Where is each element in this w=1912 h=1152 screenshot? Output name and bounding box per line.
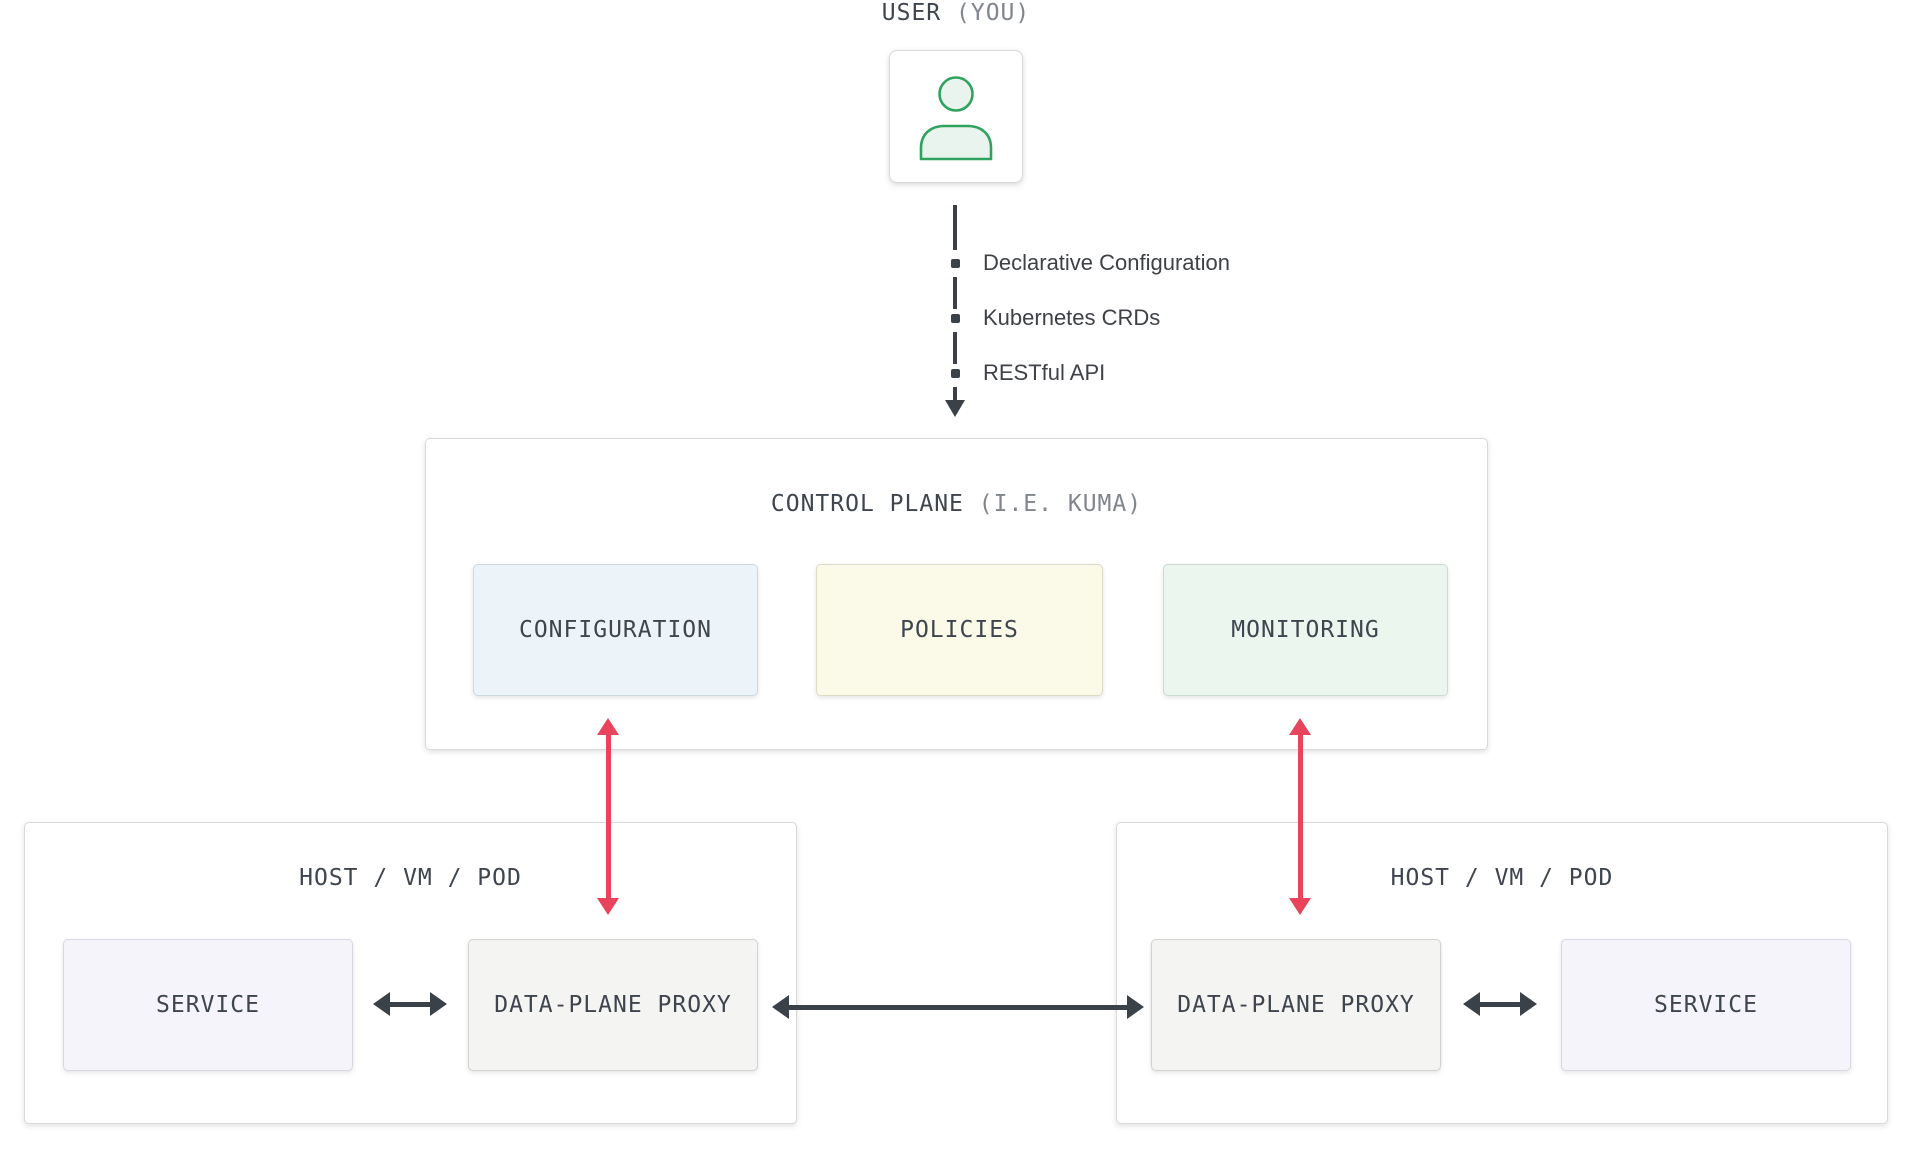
control-plane-title-suffix: (I.E. KUMA) bbox=[978, 491, 1143, 517]
service-proxy-arrow-right bbox=[1463, 990, 1537, 1018]
user-label-suffix: (YOU) bbox=[956, 0, 1031, 26]
host-box-left: HOST / VM / POD SERVICE DATA-PLANE PROXY bbox=[24, 822, 797, 1124]
arrow-dash bbox=[953, 332, 957, 364]
dataplane-proxy-label: DATA-PLANE PROXY bbox=[494, 992, 732, 1018]
controlplane-dataplane-arrow-right bbox=[1289, 718, 1311, 915]
dataplane-proxy-box-left: DATA-PLANE PROXY bbox=[468, 939, 758, 1071]
service-label: SERVICE bbox=[1654, 992, 1758, 1018]
arrow-dash bbox=[953, 277, 957, 309]
arrowhead-right-icon bbox=[430, 992, 447, 1016]
arrow-shaft bbox=[1297, 732, 1303, 901]
service-box-right: SERVICE bbox=[1561, 939, 1851, 1071]
arrow-shaft bbox=[385, 1001, 435, 1007]
user-label: USER (YOU) bbox=[816, 0, 1096, 26]
arrow-shaft bbox=[1475, 1001, 1525, 1007]
arrowhead-right-icon bbox=[1127, 995, 1144, 1019]
policies-label: POLICIES bbox=[900, 617, 1019, 643]
arrowhead-right-icon bbox=[1520, 992, 1537, 1016]
arrow-dot bbox=[951, 314, 960, 323]
arrowhead-down-icon bbox=[1289, 898, 1311, 915]
arrowhead-down-icon bbox=[597, 898, 619, 915]
host-left-title: HOST / VM / POD bbox=[299, 865, 522, 891]
monitoring-box: MONITORING bbox=[1163, 564, 1448, 696]
arrow-shaft bbox=[605, 732, 611, 901]
controlplane-dataplane-arrow-left bbox=[597, 718, 619, 915]
arrow-dot bbox=[951, 369, 960, 378]
arrow-dash bbox=[953, 205, 957, 250]
arrow-shaft bbox=[784, 1004, 1132, 1010]
flow-label-restful-api: RESTful API bbox=[983, 360, 1106, 385]
flow-label-declarative-configuration: Declarative Configuration bbox=[983, 250, 1231, 275]
arrow-dot bbox=[951, 259, 960, 268]
control-plane-box: CONTROL PLANE (I.E. KUMA) CONFIGURATION … bbox=[425, 438, 1488, 750]
arrowhead-left-icon bbox=[373, 992, 390, 1016]
arrowhead-left-icon bbox=[772, 995, 789, 1019]
service-proxy-arrow-left bbox=[373, 990, 447, 1018]
service-label: SERVICE bbox=[156, 992, 260, 1018]
user-card bbox=[889, 50, 1023, 183]
flow-label-kubernetes-crds: Kubernetes CRDs bbox=[983, 305, 1161, 330]
dataplane-proxy-box-right: DATA-PLANE PROXY bbox=[1151, 939, 1441, 1071]
monitoring-label: MONITORING bbox=[1231, 617, 1380, 643]
policies-box: POLICIES bbox=[816, 564, 1103, 696]
arrowhead-left-icon bbox=[1463, 992, 1480, 1016]
control-plane-title-text: CONTROL PLANE bbox=[770, 491, 964, 517]
arrowhead-up-icon bbox=[597, 718, 619, 735]
proxy-to-proxy-arrow bbox=[772, 993, 1144, 1021]
arrow-dash bbox=[953, 387, 957, 402]
host-box-right: HOST / VM / POD DATA-PLANE PROXY SERVICE bbox=[1116, 822, 1888, 1124]
arrowhead-down-icon bbox=[945, 400, 965, 417]
user-label-text: USER bbox=[881, 0, 942, 26]
dataplane-proxy-label: DATA-PLANE PROXY bbox=[1177, 992, 1415, 1018]
configuration-label: CONFIGURATION bbox=[518, 617, 712, 643]
arrowhead-up-icon bbox=[1289, 718, 1311, 735]
service-box-left: SERVICE bbox=[63, 939, 353, 1071]
configuration-box: CONFIGURATION bbox=[473, 564, 758, 696]
host-right-title: HOST / VM / POD bbox=[1390, 865, 1614, 891]
control-plane-title: CONTROL PLANE (I.E. KUMA) bbox=[426, 489, 1487, 519]
person-icon bbox=[919, 75, 993, 160]
